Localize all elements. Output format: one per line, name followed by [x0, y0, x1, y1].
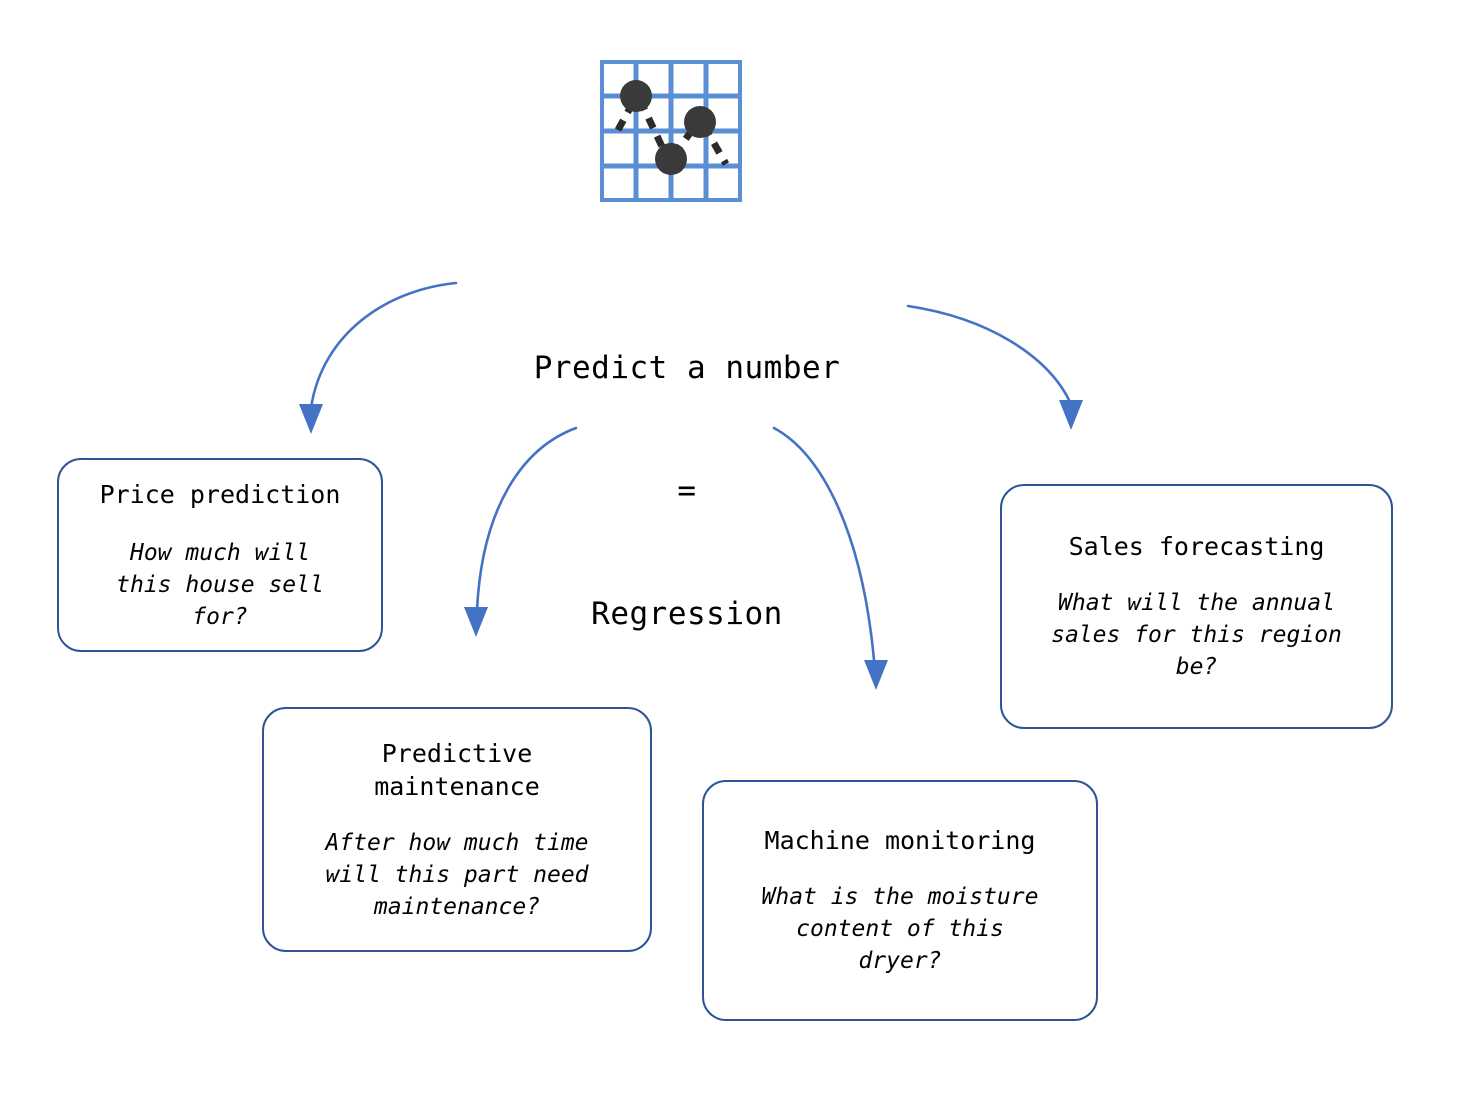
- center-line-3: Regression: [591, 596, 783, 632]
- node-question: What is the moisture content of this dry…: [761, 884, 1039, 974]
- node-title: Predictive maintenance: [374, 738, 540, 801]
- center-line-1: Predict a number: [533, 350, 841, 386]
- node-title: Sales forecasting: [1068, 532, 1325, 561]
- node-price-prediction[interactable]: Price prediction How much will this hous…: [57, 458, 383, 652]
- node-machine-monitoring[interactable]: Machine monitoring What is the moisture …: [702, 780, 1098, 1021]
- node-title: Machine monitoring: [764, 826, 1036, 855]
- page-title: Predict a number = Regression: [437, 266, 937, 717]
- arrow-to-price: [299, 281, 458, 434]
- node-question: After how much time will this part need …: [325, 829, 589, 920]
- node-sales-forecasting[interactable]: Sales forecasting What will the annual s…: [1000, 484, 1393, 729]
- node-title: Price prediction: [99, 479, 341, 509]
- node-question: How much will this house sell for?: [116, 539, 324, 630]
- center-line-2: =: [677, 473, 697, 509]
- scatter-line-chart-icon: [599, 59, 743, 203]
- node-predictive-maintenance[interactable]: Predictive maintenance After how much ti…: [262, 707, 652, 952]
- node-question: What will the annual sales for this regi…: [1051, 590, 1342, 680]
